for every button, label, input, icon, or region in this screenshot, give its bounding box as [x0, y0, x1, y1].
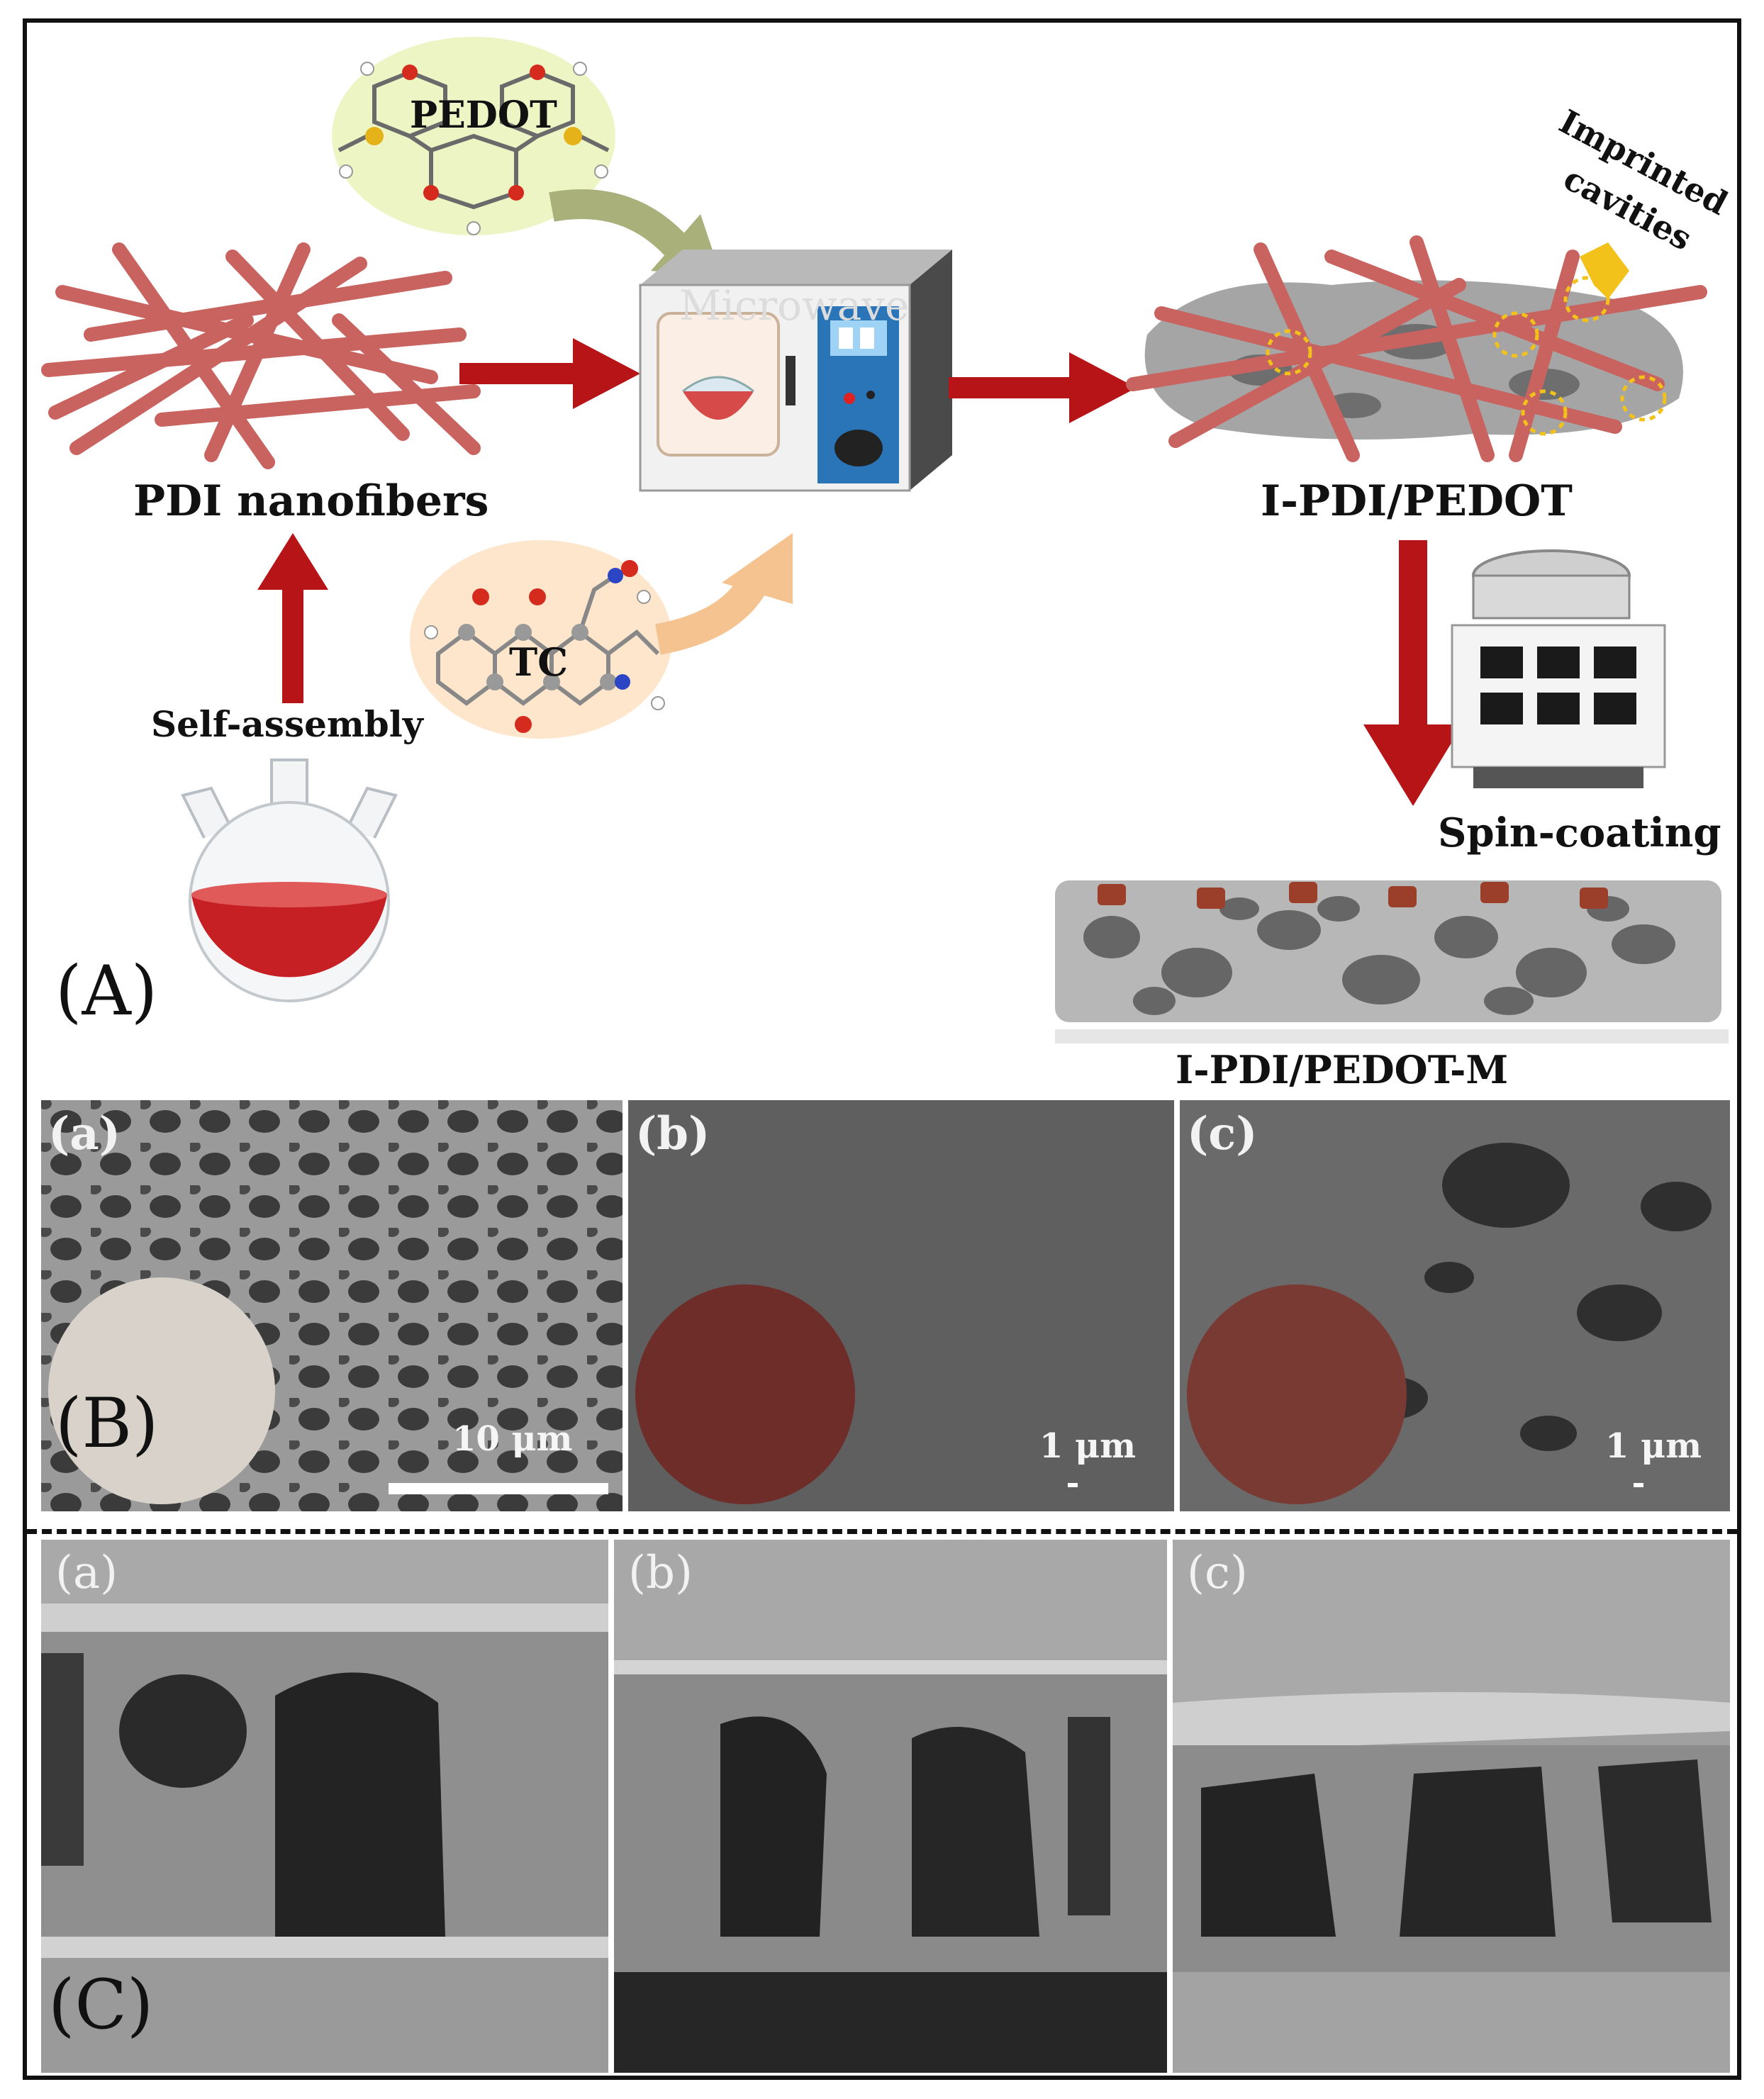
self-assembly-label: Self-assembly [151, 703, 423, 745]
sem-label-b-c: (c) [1187, 1107, 1258, 1160]
scale-bar-b-c [1634, 1483, 1643, 1487]
sem-label-c-b: (b) [628, 1547, 693, 1599]
pdi-nanofibers-icon [41, 242, 481, 469]
orange-arrow-icon [654, 533, 793, 655]
pedot-molecule-icon [332, 37, 615, 235]
panel-b: (a) 10 μm (b) 1 μm (c) 1 μm (B) [27, 1086, 1737, 1526]
red-arrow-down-icon [1363, 540, 1463, 806]
sem-image-b-a: (a) 10 μm [41, 1100, 623, 1511]
sample-disc-b-a [48, 1277, 275, 1504]
membrane-icon [1055, 880, 1729, 1043]
panel-divider [27, 1529, 1737, 1534]
panel-c-letter: (C) [48, 1965, 154, 2044]
membrane-label: I-PDI/PEDOT-M [1176, 1047, 1509, 1092]
panel-b-letter: (B) [55, 1384, 159, 1463]
scale-bar-b-a [389, 1483, 608, 1494]
sem-image-c-c: (c) [1173, 1540, 1730, 2073]
panel-c: (a) (b) [27, 1540, 1737, 2076]
tc-label: TC [509, 639, 569, 685]
red-arrow-right-2-icon [949, 352, 1137, 423]
pdi-nanofibers-label: PDI nanofibers [133, 476, 489, 526]
scale-label-b-c: 1 μm [1605, 1426, 1702, 1466]
ipdi-pedot-composite-icon [1126, 235, 1707, 462]
scale-bar-b-b [1068, 1483, 1078, 1487]
red-arrow-up-icon [257, 533, 328, 703]
microwave-icon [639, 250, 952, 492]
flask-icon [181, 759, 398, 1002]
panel-a: PEDOT PDI nanofibers [27, 23, 1737, 1092]
tc-molecule-icon [410, 540, 672, 739]
sem-image-c-a: (a) [41, 1540, 608, 2073]
sem-label-b-a: (a) [48, 1107, 121, 1160]
sem-label-b-b: (b) [635, 1107, 710, 1160]
scale-label-b-b: 1 μm [1039, 1426, 1137, 1466]
ipdi-pedot-label: I-PDI/PEDOT [1261, 476, 1573, 526]
sem-label-c-c: (c) [1187, 1547, 1248, 1599]
sem-image-c-b: (b) [614, 1540, 1167, 2073]
pedot-label: PEDOT [410, 94, 557, 137]
panel-a-letter: (A) [55, 951, 158, 1031]
sample-disc-b-c [1187, 1284, 1407, 1504]
red-arrow-right-icon [459, 338, 640, 409]
sample-disc-b-b [635, 1284, 855, 1504]
spin-coater-icon [1451, 549, 1666, 788]
microwave-label: Microwave [679, 281, 910, 330]
scale-label-b-a: 10 μm [452, 1419, 573, 1459]
sem-image-b-c: (c) 1 μm [1180, 1100, 1730, 1511]
spin-coating-label: Spin-coating [1438, 810, 1721, 856]
sem-label-c-a: (a) [55, 1547, 118, 1599]
sem-image-b-b: (b) 1 μm [628, 1100, 1174, 1511]
figure-frame: PEDOT PDI nanofibers [23, 18, 1741, 2080]
